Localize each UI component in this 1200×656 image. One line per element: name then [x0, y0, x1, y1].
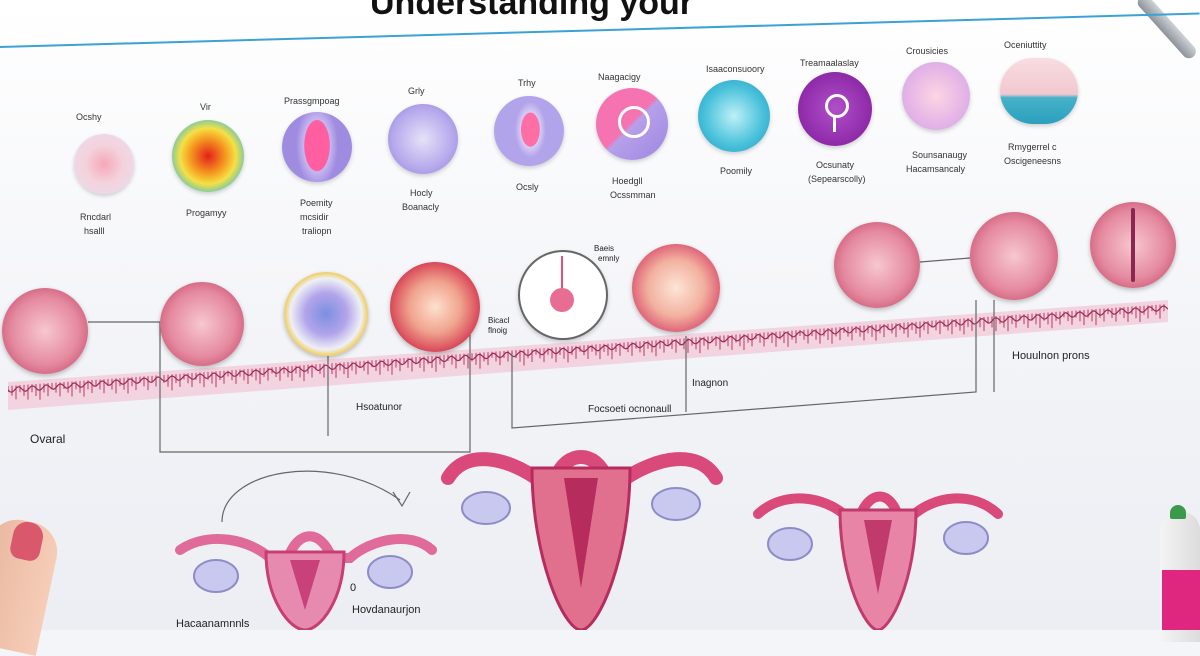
stage-10-icon — [1000, 58, 1078, 124]
callout-left-side-1: Bicacl — [488, 316, 510, 325]
stage-7-icon — [698, 80, 770, 152]
stage-6-bottom-label-1: Hoedgll — [612, 176, 643, 186]
gauge-label-2: emnly — [598, 254, 620, 263]
uterus-illustration-1 — [175, 531, 437, 630]
follicle-1 — [2, 288, 88, 374]
callout-focsoeti: Focsoeti ocnonaull — [588, 404, 672, 415]
stage-7-top-label: Isaaconsuoory — [706, 64, 765, 74]
stage-8-top-label: Treamaalaslay — [800, 58, 859, 68]
stage-9-bottom-label-1: Sounsanaugy — [912, 150, 968, 160]
stage-3-icon — [282, 112, 352, 182]
stage-9-icon — [902, 62, 970, 130]
gauge-drop-icon — [550, 288, 574, 312]
follicle-2 — [160, 282, 244, 366]
uterus-illustration-2 — [441, 450, 723, 630]
uterus-illustration-3 — [753, 491, 1003, 630]
stage-7-bottom-label: Poomily — [720, 166, 753, 176]
callout-inagnon: Inagnon — [692, 378, 729, 389]
stage-1-bottom-label-2: hsalll — [84, 226, 105, 236]
stage-10-bottom-label-2: Oscigeneesns — [1004, 156, 1062, 166]
follicle-8 — [1090, 202, 1176, 288]
stage-4-icon — [388, 104, 458, 174]
stage-6-bottom-label-2: Ocssmman — [610, 190, 656, 200]
stage-2-icon — [172, 120, 244, 192]
bottom-label-left-b: Hovdanaurjon — [352, 604, 421, 616]
stage-9-top-label: Crousicies — [906, 46, 949, 56]
cycle-gauge — [518, 250, 608, 340]
stage-9-bottom-label-2: Hacamsancaly — [906, 164, 966, 174]
stage-10-top-label: Oceniuttity — [1004, 40, 1047, 50]
stage-8-icon — [798, 72, 872, 146]
gauge-needle — [561, 256, 563, 296]
female-symbol-icon — [825, 94, 849, 118]
stage-1-bottom-label-1: Rncdarl — [80, 212, 112, 222]
follicle-4 — [390, 262, 480, 352]
stage-5-bottom-label: Ocsly — [516, 182, 539, 192]
callout-hounlon: Houulnon prons — [1012, 350, 1090, 362]
follicle-6 — [834, 222, 920, 308]
stage-3-bottom-label-3: traliopn — [302, 226, 332, 236]
follicle-5 — [632, 244, 720, 332]
rupture-line — [1131, 208, 1135, 282]
callout-left-side-2: flnoig — [488, 326, 508, 335]
stage-6-top-label: Naagacigy — [598, 72, 641, 82]
female-symbol-stem — [833, 116, 836, 132]
stage-8-bottom-label-2: (Sepearscolly) — [808, 174, 866, 184]
stage-10-bottom-label-1: Rmygerrel c — [1008, 142, 1057, 152]
gauge-label-1: Baeis — [594, 244, 615, 253]
stage-2-top-label: Vir — [200, 102, 211, 112]
stage-3-bottom-label-2: mcsidir — [300, 212, 329, 222]
bottom-label-left-a: Hacaanamnnls — [176, 618, 250, 630]
ring-icon — [618, 106, 650, 138]
stage-4-bottom-label-1: Hocly — [410, 188, 433, 198]
stage-5-top-label: Trhy — [518, 78, 536, 88]
stage-5-icon — [494, 96, 564, 166]
pen-tip — [1170, 505, 1186, 519]
stage-1-top-label: Ocshy — [76, 112, 102, 122]
stage-2-bottom-label: Progamyy — [186, 208, 227, 218]
page-title: Understanding your — [370, 0, 694, 22]
stage-6-icon — [596, 88, 668, 160]
callout-hsoatunor: Hsoatunor — [356, 402, 403, 413]
stage-3-bottom-label-1: Poemity — [300, 198, 333, 208]
stage-4-bottom-label-2: Boanacly — [402, 202, 440, 212]
stage-3-top-label: Prassgmpoag — [284, 96, 340, 106]
follicle-3 — [284, 272, 368, 356]
stage-8-bottom-label-1: Ocsunaty — [816, 160, 855, 170]
callout-ovaral: Ovaral — [30, 432, 66, 446]
pen-band — [1162, 570, 1200, 630]
stage-4-top-label: Grly — [408, 86, 425, 96]
bottom-label-left-zero: 0 — [350, 582, 357, 594]
follicle-7 — [970, 212, 1058, 300]
stage-1-icon — [74, 134, 134, 194]
